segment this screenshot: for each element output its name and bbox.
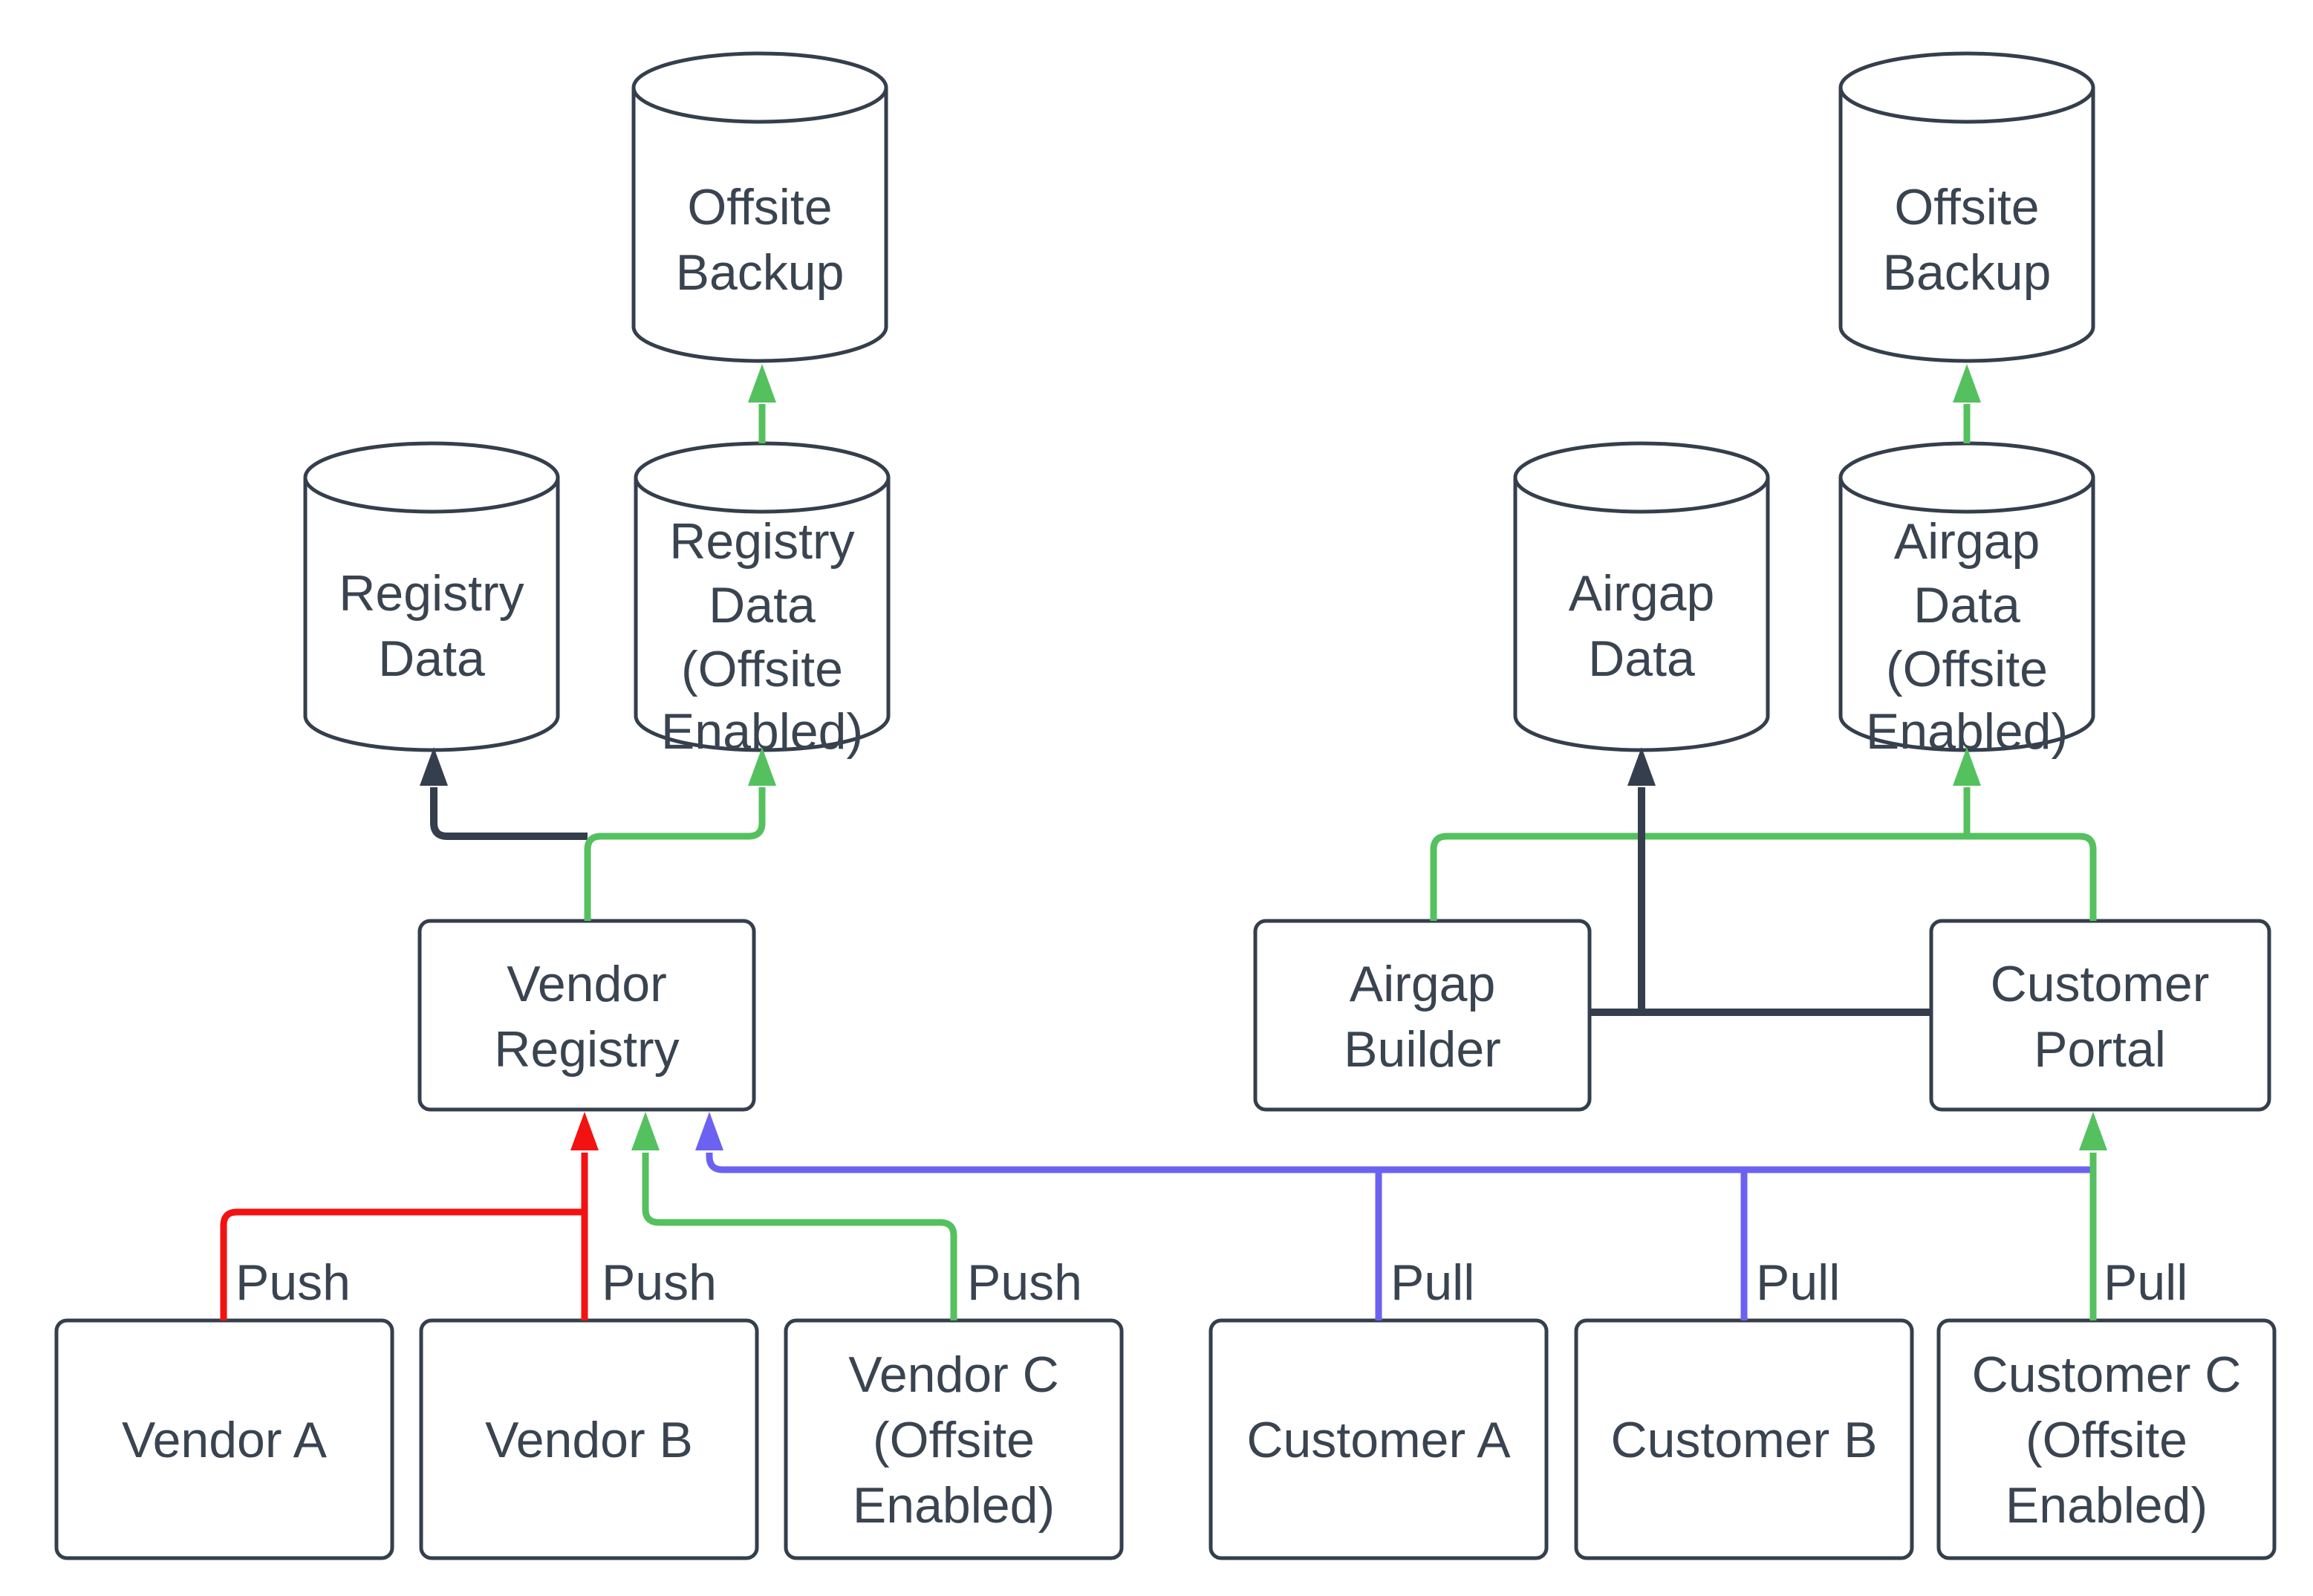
arrowhead-registry-data: [420, 747, 448, 786]
cylinder-offsite-backup-left: [631, 51, 888, 363]
arrowhead-backup-left: [748, 364, 776, 403]
arrowhead-pull-blue: [695, 1112, 723, 1150]
label-line: Registry: [339, 565, 524, 622]
label-vendor-registry: Vendor Registry: [494, 956, 679, 1078]
label-customer-a: Customer A: [1246, 1412, 1511, 1468]
label-line: Vendor: [507, 956, 667, 1012]
edge-label-pull-b: Pull: [1756, 1254, 1840, 1311]
label-line: Builder: [1344, 1021, 1501, 1078]
label-line: Registry: [669, 513, 854, 570]
label-line: Data: [709, 577, 816, 633]
edge-registry-to-registry-data: [430, 787, 588, 840]
arrowhead-push-green: [631, 1112, 660, 1150]
edge-label-push-a: Push: [235, 1254, 351, 1311]
label-line: Enabled): [853, 1477, 1055, 1534]
label-line: Enabled): [661, 703, 863, 760]
arrowhead-push-red: [570, 1112, 599, 1150]
arrowhead-layer: [420, 364, 2107, 1150]
label-airgap-data: Airgap Data: [1569, 565, 1715, 687]
label-customer-c: Customer C (Offsite Enabled): [1972, 1346, 2242, 1534]
label-line: Customer: [1991, 956, 2210, 1012]
edge-vendor-c-push: [642, 1153, 957, 1320]
label-line: Vendor C: [848, 1346, 1059, 1403]
label-registry-data-offsite: Registry Data (Offsite Enabled): [661, 513, 863, 760]
label-customer-b: Customer B: [1611, 1412, 1878, 1468]
edge-customer-pull-main: [706, 1153, 2093, 1173]
arrowhead-airgap-data: [1627, 747, 1656, 786]
edge-label-pull-c: Pull: [2104, 1254, 2187, 1311]
arrowhead-pull-portal: [2079, 1112, 2107, 1150]
label-vendor-b: Vendor B: [485, 1412, 693, 1468]
shape-layer: [54, 51, 2277, 1560]
label-line: Enabled): [2005, 1477, 2208, 1534]
cylinder-airgap-data-offsite: [1838, 441, 2095, 752]
label-vendor-c: Vendor C (Offsite Enabled): [848, 1346, 1059, 1534]
label-airgap-builder: Airgap Builder: [1344, 956, 1501, 1078]
label-line: (Offsite: [873, 1412, 1035, 1468]
label-line: Data: [1588, 631, 1695, 687]
cylinder-airgap-data: [1513, 441, 1770, 752]
arrowhead-airgap-offsite: [1953, 747, 1981, 786]
label-customer-portal: Customer Portal: [1991, 956, 2210, 1078]
edge-label-push-c: Push: [967, 1254, 1082, 1311]
label-line: Airgap: [1894, 513, 2040, 570]
label-offsite-backup-right: Offsite Backup: [1883, 179, 2052, 301]
label-offsite-backup-left: Offsite Backup: [676, 179, 845, 301]
label-vendor-a: Vendor A: [122, 1412, 328, 1468]
label-airgap-data-offsite: Airgap Data (Offsite Enabled): [1866, 513, 2068, 760]
edge-registry-to-offsite-data: [584, 787, 766, 921]
label-line: Data: [1913, 577, 2020, 633]
box-vendor-registry: [417, 919, 756, 1112]
label-line: Customer C: [1972, 1346, 2242, 1403]
label-line: Airgap: [1569, 565, 1715, 622]
label-line: Registry: [494, 1021, 679, 1078]
arrowhead-backup-right: [1953, 364, 1981, 403]
label-line: Data: [378, 631, 485, 687]
label-line: Enabled): [1866, 703, 2068, 760]
label-line: (Offsite: [1886, 641, 2048, 697]
edge-green-right-rail: [1430, 833, 2097, 921]
box-airgap-builder: [1253, 919, 1592, 1112]
label-registry-data: Registry Data: [339, 565, 524, 687]
label-line: (Offsite: [2026, 1412, 2187, 1468]
arrowhead-registry-offsite: [748, 747, 776, 786]
edge-layer: [220, 404, 2097, 1320]
text-layer: Offsite Backup Offsite Backup Registry D…: [122, 179, 2241, 1534]
label-line: Backup: [676, 244, 845, 301]
label-line: Backup: [1883, 244, 2052, 301]
edge-label-pull-a: Pull: [1390, 1254, 1474, 1311]
box-customer-portal: [1929, 919, 2271, 1112]
box-vendor-b: [419, 1318, 759, 1560]
label-line: (Offsite: [681, 641, 843, 697]
edge-vendor-a-push: [220, 1208, 585, 1320]
label-line: Portal: [2034, 1021, 2166, 1078]
label-line: Airgap: [1350, 956, 1496, 1012]
cylinder-offsite-backup-right: [1838, 51, 2095, 363]
cylinder-registry-data-offsite: [634, 441, 891, 752]
label-line: Offsite: [1894, 179, 2039, 235]
cylinder-registry-data: [303, 441, 560, 752]
label-line: Offsite: [687, 179, 832, 235]
box-customer-c: [1936, 1318, 2277, 1560]
edge-label-push-b: Push: [602, 1254, 717, 1311]
